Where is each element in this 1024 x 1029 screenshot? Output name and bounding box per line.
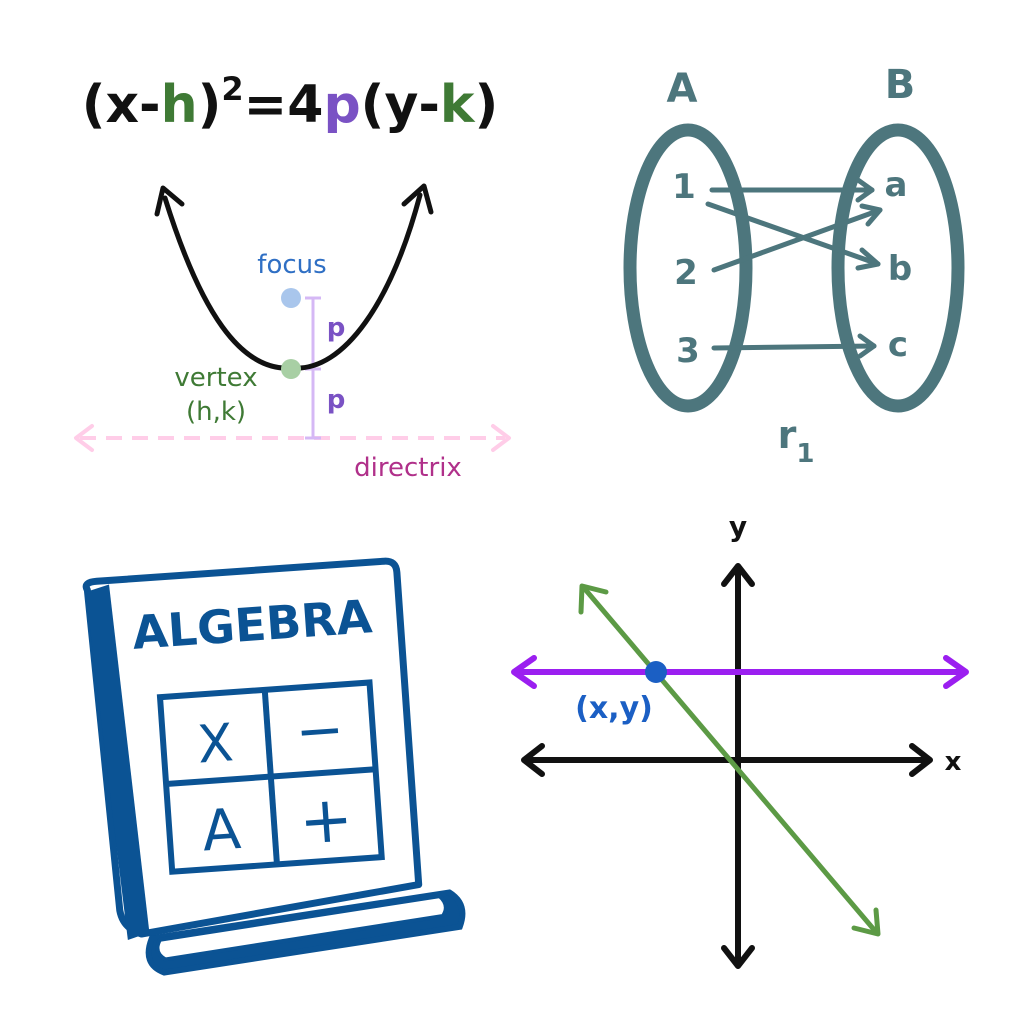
book-grid-horizontal (165, 766, 376, 787)
codomain-item-c: c (888, 325, 908, 365)
eq-open-2: (y- (361, 75, 440, 135)
arrow-1-to-b-head-icon (855, 247, 881, 271)
focus-label: focus (257, 250, 326, 280)
domain-item-2: 2 (674, 253, 698, 293)
domain-item-1: 1 (672, 167, 696, 207)
parabola-equation: (x-h)2=4p(y-k) (82, 70, 499, 135)
eq-h: h (161, 75, 198, 135)
x-axis-left-arrow-icon (521, 743, 545, 777)
eq-equals-4: =4 (244, 75, 324, 135)
book-cell-minus: − (293, 694, 346, 765)
p-lower-label: p (327, 385, 346, 415)
set-a-ellipse (623, 123, 753, 413)
vertex-point (281, 359, 301, 379)
horizontal-line-left-arrow-icon (511, 655, 537, 689)
vertex-coords-label: (h,k) (186, 397, 246, 427)
x-axis-right-arrow-icon (909, 743, 933, 777)
y-axis-down-arrow-icon (721, 945, 755, 969)
arrow-3-to-c (711, 343, 877, 351)
mapping-diagram: A B 1 2 3 a b c r1 (623, 62, 965, 469)
set-b-label: B (885, 62, 916, 108)
eq-open-1: (x- (82, 75, 161, 135)
parabola-right-arrow-icon (401, 183, 434, 215)
set-b-ellipse (831, 123, 965, 413)
relation-subscript: 1 (796, 439, 814, 469)
x-axis-label: x (945, 747, 962, 777)
arrow-2-to-a-head-icon (859, 203, 883, 227)
eq-exponent: 2 (221, 70, 243, 108)
eq-k: k (440, 75, 476, 135)
p-upper-label: p (327, 313, 346, 343)
intersection-label: (x,y) (575, 691, 653, 726)
set-a-label: A (667, 66, 698, 112)
eq-p: p (323, 75, 360, 135)
diagonal-line-bottom-arrow-icon (851, 907, 881, 937)
diagonal-line (581, 585, 879, 935)
vertex-label: vertex (174, 363, 257, 393)
directrix-left-arrow-icon (74, 424, 94, 452)
book-cell-multiply: X (196, 713, 236, 775)
coordinate-graph: y x (x,y) (511, 510, 969, 969)
codomain-item-b: b (888, 249, 912, 289)
parabola-diagram: (x-h)2=4p(y-k) directrix p p focus verte… (74, 70, 511, 483)
algebra-book: ALGEBRA X − A + (82, 557, 466, 976)
relation-name: r (778, 413, 797, 457)
focus-point (281, 288, 301, 308)
book-pages (155, 894, 448, 962)
y-axis-label: y (729, 510, 747, 543)
arrow-1-to-a-head-icon (855, 177, 875, 203)
book-cell-plus: + (297, 782, 356, 860)
book-spine (85, 584, 150, 940)
arrow-1-to-b (705, 201, 881, 267)
relation-label: r1 (778, 413, 815, 469)
horizontal-line-right-arrow-icon (943, 655, 969, 689)
intersection-point (645, 661, 667, 683)
directrix-label: directrix (354, 453, 462, 483)
y-axis-up-arrow-icon (721, 563, 755, 587)
directrix-right-arrow-icon (491, 424, 511, 452)
diagonal-line-top-arrow-icon (578, 583, 609, 615)
eq-close-1: ) (198, 75, 222, 135)
arrow-3-to-c-head-icon (857, 333, 877, 359)
domain-item-3: 3 (676, 331, 700, 371)
eq-close-2: ) (475, 75, 499, 135)
codomain-item-a: a (885, 165, 908, 205)
book-cell-a: A (200, 797, 243, 865)
arrow-2-to-a (711, 207, 883, 273)
parabola-left-arrow-icon (154, 185, 185, 217)
parabola-curve (162, 192, 423, 371)
